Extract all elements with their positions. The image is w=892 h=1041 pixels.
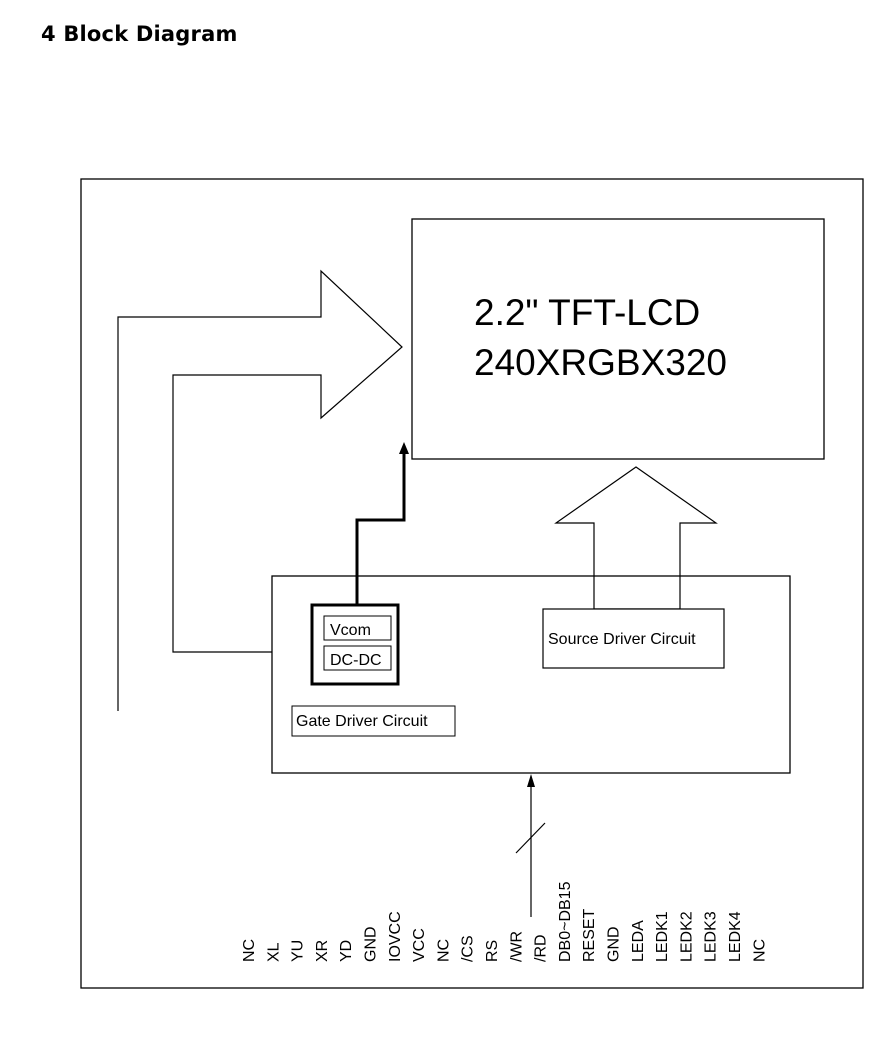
pin-label-7: VCC bbox=[411, 928, 428, 962]
pin-label-20: LEDK4 bbox=[727, 911, 744, 962]
page-title: 4 Block Diagram bbox=[41, 22, 238, 46]
lcd-title-line2: 240XRGBX320 bbox=[474, 342, 727, 383]
vcom-arrowhead bbox=[399, 442, 409, 454]
gate-driver-box bbox=[291, 705, 456, 737]
driver-ic-box bbox=[271, 575, 791, 774]
vcom-line bbox=[355, 452, 406, 605]
vcom-dcdc-box bbox=[310, 603, 400, 686]
dcdc-box bbox=[323, 645, 392, 671]
lcd-panel-box bbox=[411, 218, 825, 460]
pin-label-0: NC bbox=[241, 939, 258, 962]
pin-label-21: NC bbox=[751, 939, 768, 962]
source-bus-arrow bbox=[554, 466, 718, 610]
pin-label-17: LEDK1 bbox=[654, 911, 671, 962]
interface-bus-arrowhead bbox=[527, 774, 535, 787]
pin-label-15: GND bbox=[606, 926, 623, 962]
pin-label-8: NC bbox=[435, 939, 452, 962]
source-driver-box bbox=[542, 608, 725, 669]
pin-label-19: LEDK3 bbox=[703, 911, 720, 962]
pin-label-2: YU bbox=[290, 940, 307, 962]
pin-label-10: RS bbox=[484, 940, 501, 962]
pin-label-12: /RD bbox=[533, 934, 550, 962]
pin-label-3: XR bbox=[314, 940, 331, 962]
lcd-title-line1: 2.2" TFT-LCD bbox=[474, 292, 700, 333]
gate-bus-arrow bbox=[117, 269, 403, 711]
pin-label-13: DB0~DB15 bbox=[557, 881, 574, 962]
pin-label-14: RESET bbox=[581, 908, 598, 962]
vcom-label: Vcom bbox=[330, 622, 371, 639]
source-driver-label: Source Driver Circuit bbox=[548, 631, 696, 648]
pin-labels: NC XL YU XR YD GND IOVCC VCC NC/CS RS/WR/RD DB0~DB… bbox=[241, 881, 768, 962]
outer-frame bbox=[80, 178, 864, 989]
pin-label-5: GND bbox=[363, 926, 380, 962]
pin-label-1: XL bbox=[265, 942, 282, 962]
pin-label-11: /WR bbox=[508, 931, 525, 962]
pin-label-6: IOVCC bbox=[387, 911, 404, 962]
pin-label-4: YD bbox=[338, 940, 355, 962]
pin-label-9: /CS bbox=[460, 935, 477, 962]
pin-label-18: LEDK2 bbox=[678, 911, 695, 962]
gate-driver-label: Gate Driver Circuit bbox=[296, 713, 428, 730]
bus-slash bbox=[515, 822, 546, 854]
vcom-box bbox=[323, 615, 392, 641]
pin-label-16: LEDA bbox=[630, 920, 647, 962]
dcdc-label: DC-DC bbox=[330, 652, 382, 669]
